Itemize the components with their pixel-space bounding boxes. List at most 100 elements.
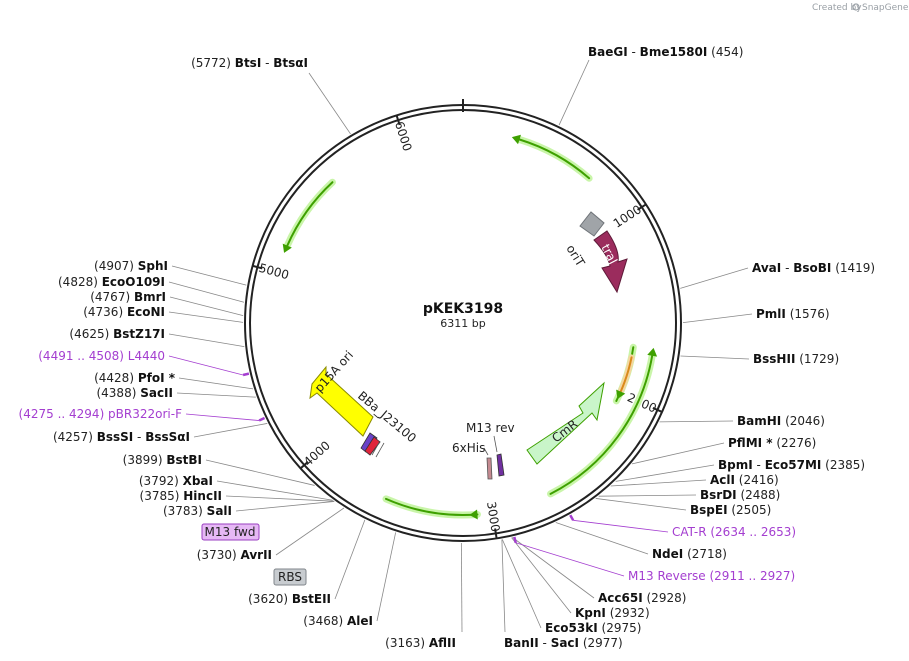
enzyme-site-0: BaeGI - Bme1580I (454): [558, 45, 743, 126]
enzyme-site-24: (4388) SacII: [96, 386, 256, 400]
orf-arc: [518, 138, 591, 180]
enzyme-leader: [460, 542, 463, 633]
enzyme-site-1: AvaI - BsoBI (1419): [680, 261, 875, 289]
m13rev-leader: [493, 435, 498, 453]
m13-fwd-label: M13 fwd: [205, 525, 256, 539]
tick-mark: [299, 460, 309, 470]
enzyme-leader: [334, 519, 366, 600]
enzyme-leader: [376, 532, 397, 622]
enzyme-label: NdeI (2718): [652, 547, 727, 561]
enzyme-label: BsrDI (2488): [700, 488, 780, 502]
enzyme-label: (4736) EcoNI: [83, 305, 165, 319]
orf-arc: [549, 354, 654, 495]
enzyme-leader: [205, 459, 315, 486]
traJ-feature: [593, 230, 628, 294]
enzyme-label: (4388) SacII: [96, 386, 173, 400]
enzyme-site-20: (3785) HincII: [140, 489, 334, 503]
enzyme-leader: [659, 420, 734, 423]
enzyme-site-28: (4767) BmrI: [90, 290, 244, 316]
enzyme-leader: [511, 537, 572, 614]
his-label: 6xHis: [452, 441, 485, 455]
orf-arrowhead: [469, 509, 478, 520]
enzyme-leader: [558, 59, 590, 126]
enzyme-label: (3730) AvrII: [197, 548, 272, 562]
enzyme-label: (4257) BssSI - BssSαI: [53, 430, 190, 444]
enzyme-site-8: BsrDI (2488): [598, 488, 780, 502]
tick-label: 4000: [301, 438, 333, 469]
m13-fwd-rect: [201, 523, 260, 541]
enzyme-leader: [680, 267, 749, 289]
enzyme-label: (3899) BstBI: [123, 453, 202, 467]
primer-site-3: (4491 .. 4508) L4440: [38, 349, 250, 377]
enzyme-site-23: (4257) BssSI - BssSαI: [53, 423, 268, 444]
enzyme-leader: [168, 311, 244, 323]
enzyme-site-18: (3730) AvrII: [197, 507, 345, 562]
tick-mark: [636, 203, 647, 211]
enzyme-leader: [169, 296, 244, 316]
primer-leader: [515, 542, 625, 577]
enzyme-label: (4907) SphI: [94, 259, 168, 273]
enzyme-site-11: Acc65I (2928): [512, 537, 686, 605]
m13-fwd-box: M13 fwd: [201, 523, 260, 541]
enzyme-label: KpnI (2932): [575, 606, 650, 620]
enzyme-site-12: KpnI (2932): [511, 537, 650, 620]
enzyme-label: AvaI - BsoBI (1419): [752, 261, 875, 275]
primer-mark: [242, 372, 250, 377]
tick-mark: [494, 528, 498, 539]
primer-label: (4491 .. 4508) L4440: [38, 349, 165, 363]
enzyme-leader: [501, 539, 542, 629]
enzyme-label: (4625) BstZ17I: [69, 327, 165, 341]
tick-label: 5000: [257, 261, 290, 283]
enzyme-label: (3792) XbaI: [139, 474, 213, 488]
enzyme-site-22: (3899) BstBI: [123, 453, 315, 486]
enzyme-label: (3785) HincII: [140, 489, 222, 503]
enzyme-leader: [308, 72, 351, 135]
his-tag-feature: [486, 457, 493, 480]
enzyme-leader: [598, 494, 697, 497]
tick-label: 1000: [611, 202, 644, 230]
enzyme-label: (4767) BmrI: [90, 290, 166, 304]
enzyme-label: BssHII (1729): [753, 352, 839, 366]
primer-sites: CAT-R (2634 .. 2653)M13 Reverse (2911 ..…: [19, 349, 797, 583]
enzyme-label: (5772) BtsI - BtsαI: [191, 56, 308, 70]
enzyme-label: (3163) AflII: [385, 636, 456, 650]
orf-group: [282, 134, 658, 520]
enzyme-leader: [682, 313, 753, 324]
primer-mark: [513, 536, 517, 544]
enzyme-label: BpmI - Eco57MI (2385): [718, 458, 865, 472]
primer-label: M13 Reverse (2911 .. 2927): [628, 569, 795, 583]
snapgene-credit: Created by SnapGene: [812, 3, 909, 13]
enzyme-label: Eco53kI (2975): [545, 621, 641, 635]
snapgene-logo-icon: [852, 3, 860, 11]
tick-label: 3000: [484, 501, 503, 533]
enzyme-leader: [610, 479, 707, 487]
enzyme-leader: [595, 498, 687, 511]
enzyme-leader: [168, 333, 245, 348]
enzyme-site-5: PflMI * (2276): [631, 436, 816, 465]
feature-group: oriT traJ CmR p15A ori BBa_J23100 M13 re…: [309, 211, 628, 480]
primer-leader: [573, 519, 669, 533]
enzyme-leader: [176, 392, 256, 398]
enzyme-site-21: (3792) XbaI: [139, 474, 333, 501]
orf-arc: [384, 497, 479, 516]
primer-leader: [168, 355, 244, 376]
enzyme-label: Acc65I (2928): [598, 591, 686, 605]
enzyme-site-26: (4625) BstZ17I: [69, 327, 245, 348]
enzyme-site-6: BpmI - Eco57MI (2385): [615, 458, 865, 482]
rbs-line: [371, 440, 381, 456]
rbs-line-2: [375, 442, 385, 458]
plasmid-length: 6311 bp: [440, 317, 485, 330]
orf-arrowhead: [616, 389, 626, 399]
primer-label: (4275 .. 4294) pBR322ori-F: [19, 407, 183, 421]
enzyme-leader: [615, 464, 715, 482]
his-leader: [483, 447, 489, 456]
enzyme-label: (3620) BstEII: [248, 592, 331, 606]
CmR-feature: [526, 381, 605, 465]
primer-leader: [185, 413, 260, 421]
enzyme-site-9: BspEI (2505): [595, 498, 771, 517]
oriT-feature: [579, 211, 605, 237]
enzyme-site-15: (3163) AflII: [385, 542, 463, 650]
enzyme-site-3: BssHII (1729): [680, 352, 839, 366]
tick-mark: [652, 406, 663, 413]
rbs-label: RBS: [278, 570, 302, 584]
